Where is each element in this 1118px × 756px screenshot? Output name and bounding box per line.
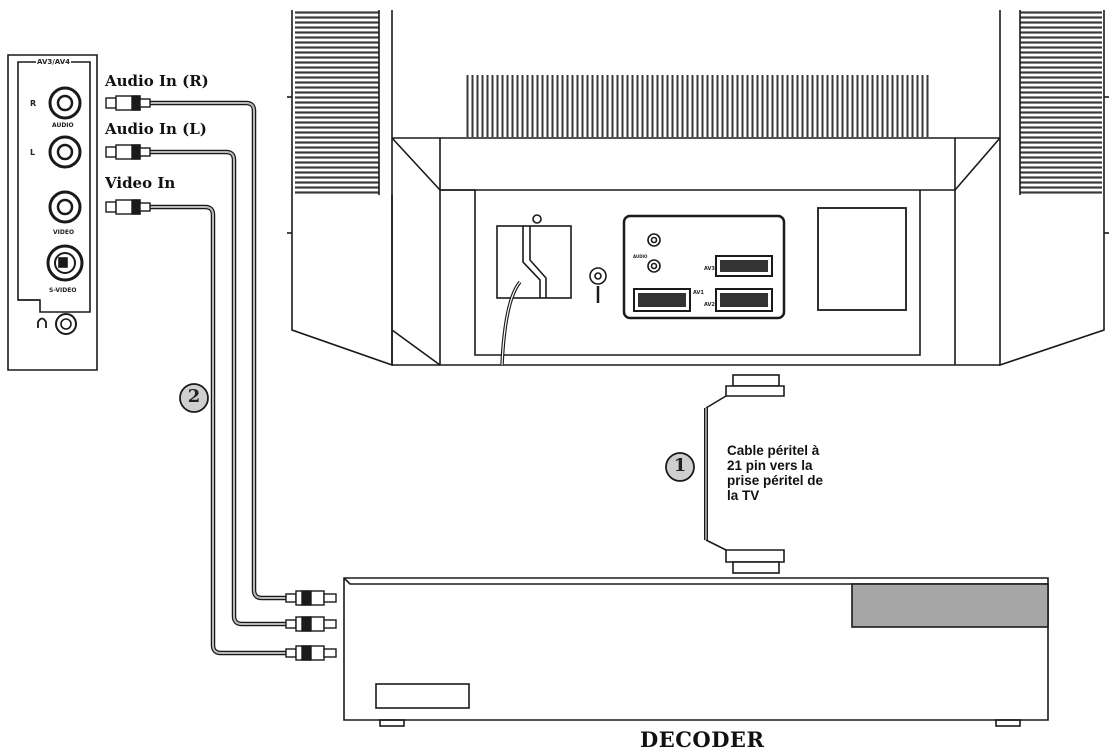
antenna-socket-box bbox=[496, 225, 572, 299]
tv-av3-label: AV3 bbox=[704, 266, 715, 272]
side-jack-l-label: L bbox=[30, 148, 36, 157]
scart-cable-label-line4: la TV bbox=[727, 488, 760, 503]
side-video-label: VIDEO bbox=[53, 229, 75, 236]
scart-av2 bbox=[715, 288, 773, 312]
right-vent-grille bbox=[1020, 10, 1102, 195]
side-svideo-label: S-VIDEO bbox=[49, 287, 77, 294]
audio-in-r-label: Audio In (R) bbox=[105, 72, 209, 90]
tv-audio-l-jack bbox=[647, 259, 661, 273]
side-jack-r-label: R bbox=[30, 99, 37, 108]
video-in-label: Video In bbox=[105, 174, 176, 192]
tv-av2-label: AV2 bbox=[704, 302, 715, 308]
decoder-label: DECODER bbox=[640, 727, 765, 752]
scart-av3 bbox=[715, 255, 773, 277]
side-audio-label: AUDIO bbox=[52, 122, 74, 129]
side-av-panel bbox=[7, 54, 98, 371]
step-1-badge bbox=[665, 452, 695, 482]
decoder-display-panel bbox=[851, 583, 1049, 628]
decoder-box bbox=[343, 577, 1049, 727]
audio-in-l-label: Audio In (L) bbox=[105, 120, 207, 138]
scart-cable-label-line2: 21 pin vers la bbox=[727, 458, 813, 473]
left-vent-grille bbox=[295, 10, 379, 195]
tv-av1-label: AV1 bbox=[693, 290, 704, 296]
rca-cables bbox=[105, 95, 337, 661]
decoder-slot bbox=[375, 683, 470, 709]
step-2-badge bbox=[179, 383, 209, 413]
tv-av-panel bbox=[622, 214, 786, 320]
tv-audio-label: AUDIO bbox=[633, 254, 648, 259]
scart-cable-label-line3: prise péritel de bbox=[727, 473, 824, 488]
side-panel-header: AV3/AV4 bbox=[36, 58, 72, 66]
scart-av1 bbox=[633, 288, 691, 312]
scart-cable bbox=[704, 374, 785, 574]
rf-jack bbox=[589, 267, 607, 285]
step-1-number: 1 bbox=[673, 455, 687, 476]
scart-cable-label-line1: Cable péritel à bbox=[727, 443, 820, 458]
blank-plate bbox=[817, 207, 907, 311]
tv-rear bbox=[287, 10, 1109, 367]
scart-cable-label: Cable péritel à 21 pin vers la prise pér… bbox=[727, 443, 907, 503]
top-vent-grille bbox=[465, 75, 930, 137]
tv-audio-r-jack bbox=[647, 233, 661, 247]
step-2-number: 2 bbox=[187, 386, 201, 407]
